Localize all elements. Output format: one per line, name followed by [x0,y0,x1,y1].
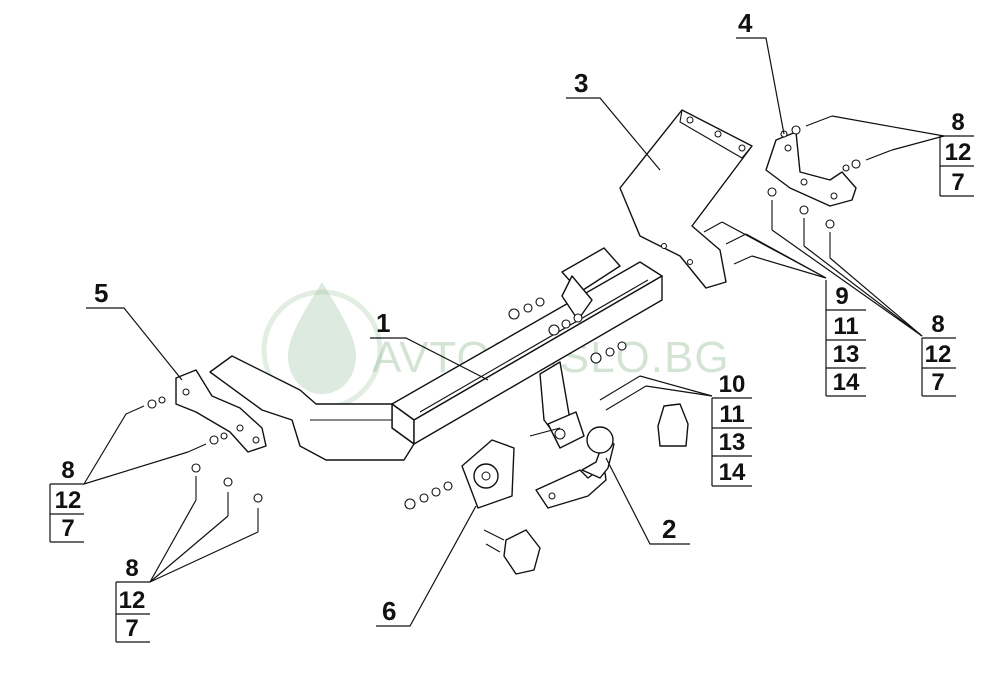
stack-right-low-0: 8 [931,311,944,338]
stack-left-upper: 8 12 7 [49,457,84,543]
stack-left-lower-0: 8 [125,555,138,582]
stack-center-right-0: 10 [719,371,746,398]
stack-right-mid: 9 11 13 14 [825,280,866,397]
stack-right-mid-0: 9 [835,283,848,310]
stack-left-upper-1: 12 [55,487,82,514]
stack-top-right-0: 8 [951,109,964,136]
callout-1: 1 [376,308,390,338]
callouts: 1 2 3 4 5 6 [94,8,753,626]
stack-center-right-2: 13 [719,429,746,456]
callout-5: 5 [94,278,108,308]
stack-center-right-1: 11 [719,401,744,428]
fasteners [125,115,893,532]
stack-left-lower-2: 7 [125,615,138,642]
stack-right-low: 8 12 7 [921,311,956,397]
callout-6: 6 [382,596,396,626]
ball-cover-cap [657,403,689,447]
callout-4: 4 [738,8,753,38]
stack-top-right-2: 7 [951,169,964,196]
stack-top-right: 8 12 7 [939,109,974,197]
part-3-right-bracket [619,109,753,289]
stack-left-lower-1: 12 [119,587,146,614]
stack-center-right: 10 11 13 14 [711,371,752,487]
stack-top-right-1: 12 [945,139,972,166]
callout-2: 2 [662,514,676,544]
stack-left-lower: 8 12 7 [115,555,150,643]
part-4-small-bracket [765,131,857,207]
electrical-socket [483,529,541,575]
stack-right-mid-1: 11 [833,313,858,340]
stack-right-mid-2: 13 [833,341,860,368]
leader-lines [83,37,945,627]
part-2-towball [535,426,615,509]
stack-right-mid-3: 14 [833,369,860,396]
part-5-left-bracket [175,369,267,453]
part-6-socket-plate [461,439,515,509]
stack-left-upper-0: 8 [61,457,74,484]
callout-3: 3 [574,68,588,98]
stack-right-low-2: 7 [931,369,944,396]
stack-center-right-3: 14 [719,459,746,486]
part-1-crossbar [209,247,663,461]
watermark-drop-icon [288,282,356,394]
stack-left-upper-2: 7 [61,515,74,542]
stack-right-low-1: 12 [925,341,952,368]
